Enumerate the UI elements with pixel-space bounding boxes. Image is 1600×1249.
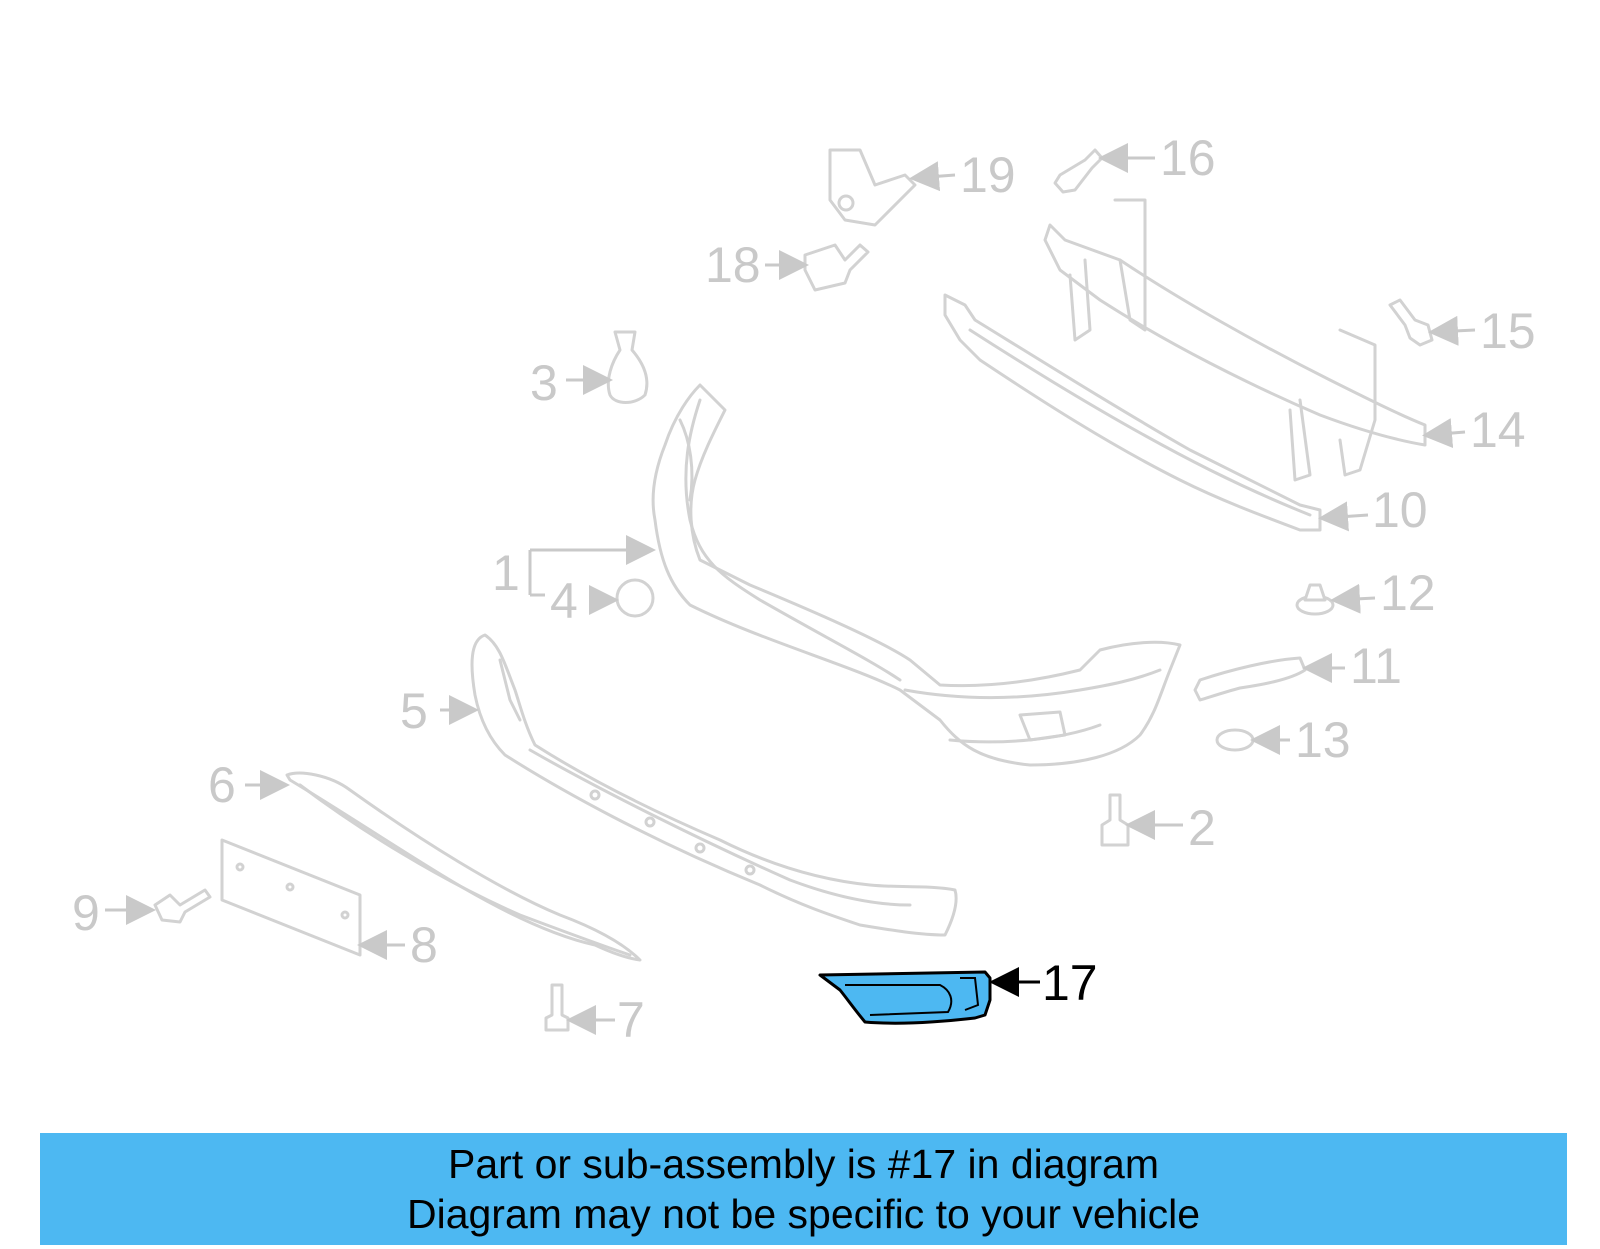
callout-14: 14 [1470,402,1526,458]
part-5-energy-absorber[interactable] [470,633,958,937]
callout-3: 3 [530,355,558,411]
part-7-screw[interactable] [544,983,570,1032]
callout-10: 10 [1372,482,1428,538]
callout-8: 8 [410,917,438,973]
part-2-bolt[interactable] [1100,793,1130,847]
part-13-clip[interactable] [1215,728,1255,752]
callout-19: 19 [960,147,1016,203]
part-4-ring[interactable] [615,578,655,618]
callout-5: 5 [400,683,428,739]
callout-9: 9 [72,885,100,941]
part-8-license-bracket[interactable] [220,838,362,957]
banner-line-disclaimer: Diagram may not be specific to your vehi… [406,1191,1200,1237]
callout-18: 18 [705,237,761,293]
callout-16: 16 [1160,130,1216,186]
callout-15: 15 [1480,303,1536,359]
callout-4: 4 [550,573,578,629]
leader-lines [105,143,1476,1035]
callout-7: 7 [617,992,645,1048]
callout-17-highlighted: 17 [1042,955,1098,1011]
callout-13: 13 [1295,712,1351,768]
part-16-bolt[interactable] [1053,148,1104,194]
part-18-sensor[interactable] [803,243,870,292]
part-17-garnish-highlighted[interactable] [818,970,992,1025]
part-6-lower-reinforcement[interactable] [285,771,642,962]
part-15-bolt[interactable] [1388,298,1434,347]
part-12-clip[interactable] [1295,583,1335,616]
banner-line-part-number: Part or sub-assembly is #17 in diagram [448,1141,1159,1187]
callout-2: 2 [1188,800,1216,856]
part-19-bracket[interactable] [828,148,917,227]
parts-diagram: 1 2 3 4 5 6 7 8 9 10 11 12 13 14 15 16 1… [72,130,1536,1048]
callout-11: 11 [1350,638,1402,694]
info-banner: Part or sub-assembly is #17 in diagram D… [40,1133,1567,1245]
part-9-bolt[interactable] [153,888,212,924]
callout-6: 6 [208,757,236,813]
part-1-bumper-cover[interactable] [651,383,1182,767]
callout-1: 1 [492,545,520,601]
part-10-absorber[interactable] [943,293,1322,532]
part-11-bracket[interactable] [1193,656,1307,702]
part-3-clip[interactable] [606,330,649,404]
callout-12: 12 [1380,565,1436,621]
